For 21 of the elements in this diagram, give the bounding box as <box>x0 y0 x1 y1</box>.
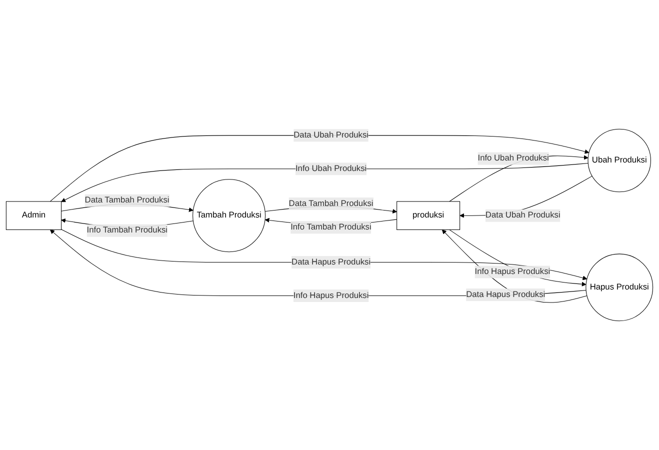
arrow <box>61 162 588 202</box>
edge-label: Info Ubah Produksi <box>295 164 367 174</box>
node-box: Admin <box>6 201 62 230</box>
edge-label: Info Ubah Produksi <box>478 154 549 163</box>
node-box: produksi <box>396 201 460 230</box>
node-circle: Ubah Produksi <box>588 128 651 192</box>
arrow <box>449 229 586 286</box>
arrow <box>442 230 588 303</box>
node-circle: Tambah Produksi <box>192 179 266 252</box>
edge-label: Data Ubah Produksi <box>294 130 368 140</box>
edge-label: Data Hapus Produksi <box>466 290 546 299</box>
arrow <box>61 229 588 280</box>
edge-label: Data Tambah Produksi <box>84 196 170 205</box>
node-circle: Hapus Produksi <box>586 254 654 322</box>
edge-label: Data Tambah Produksi <box>288 199 374 208</box>
edge-label: Info Tambah Produksi <box>290 222 372 232</box>
edge-label: Info Hapus Produksi <box>293 291 369 300</box>
edge-label: Data Hapus Produksi <box>292 258 371 266</box>
edge-label: Info Tambah Produksi <box>86 226 168 235</box>
edge-label: Info Hapus Produksi <box>474 267 550 276</box>
edge-label: Data Ubah Produksi <box>485 210 560 220</box>
